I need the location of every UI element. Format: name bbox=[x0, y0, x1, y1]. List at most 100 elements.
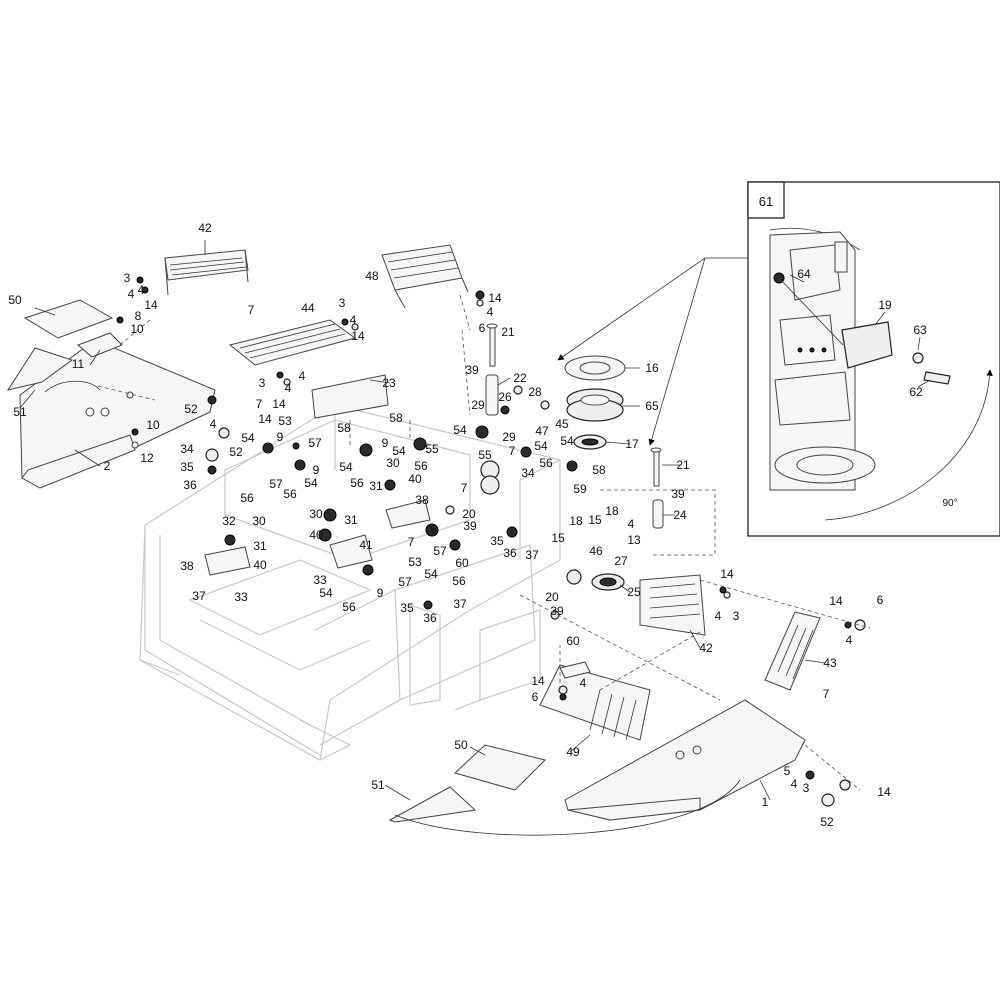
step-42-right bbox=[639, 574, 706, 636]
callout-28: 28 bbox=[528, 385, 542, 399]
callout-56: 56 bbox=[342, 600, 356, 614]
callout-2: 2 bbox=[104, 459, 111, 473]
callout-56: 56 bbox=[350, 476, 364, 490]
inset-pointer-lines bbox=[557, 257, 748, 446]
pin-21-left bbox=[486, 323, 498, 367]
callout-54: 54 bbox=[304, 476, 318, 490]
inset-angle-label: 90° bbox=[942, 498, 957, 509]
pin-22 bbox=[485, 374, 499, 416]
callout-40: 40 bbox=[253, 558, 267, 572]
step-48 bbox=[381, 244, 469, 309]
step-43 bbox=[764, 611, 821, 691]
callout-37: 37 bbox=[525, 548, 539, 562]
callout-20: 20 bbox=[462, 507, 476, 521]
triangle-plate-51-left bbox=[6, 347, 74, 391]
callout-33: 33 bbox=[313, 573, 327, 587]
callout-40: 40 bbox=[309, 528, 323, 542]
hardware-cluster bbox=[116, 276, 866, 807]
callout-4: 4 bbox=[210, 417, 217, 431]
callout-60: 60 bbox=[566, 634, 580, 648]
callout-36: 36 bbox=[183, 478, 197, 492]
callout-3: 3 bbox=[259, 376, 266, 390]
callout-14: 14 bbox=[144, 298, 158, 312]
callout-6: 6 bbox=[877, 593, 884, 607]
callout-4: 4 bbox=[628, 517, 635, 531]
callout-8: 8 bbox=[135, 309, 142, 323]
callout-3: 3 bbox=[803, 781, 810, 795]
callout-21: 21 bbox=[676, 458, 690, 472]
callout-4: 4 bbox=[487, 305, 494, 319]
callout-54: 54 bbox=[424, 567, 438, 581]
washer-63 bbox=[912, 352, 924, 364]
plate-11 bbox=[77, 332, 123, 358]
callout-5: 5 bbox=[784, 764, 791, 778]
callout-7: 7 bbox=[408, 535, 415, 549]
callout-14: 14 bbox=[531, 674, 545, 688]
callout-58: 58 bbox=[337, 421, 351, 435]
callout-13: 13 bbox=[627, 533, 641, 547]
callout-31: 31 bbox=[253, 539, 267, 553]
callout-59: 59 bbox=[573, 482, 587, 496]
callout-4: 4 bbox=[580, 676, 587, 690]
leader-curve-51-left bbox=[44, 380, 101, 393]
callout-57: 57 bbox=[433, 544, 447, 558]
inset-id-label: 61 bbox=[759, 194, 773, 209]
callout-57: 57 bbox=[308, 436, 322, 450]
callout-37: 37 bbox=[453, 597, 467, 611]
callout-34: 34 bbox=[180, 442, 194, 456]
callout-65: 65 bbox=[645, 399, 659, 413]
callout-7: 7 bbox=[823, 687, 830, 701]
callout-54: 54 bbox=[534, 439, 548, 453]
callout-56: 56 bbox=[240, 491, 254, 505]
callout-52: 52 bbox=[184, 402, 198, 416]
callout-3: 3 bbox=[733, 609, 740, 623]
callout-7: 7 bbox=[248, 303, 255, 317]
plate-23 bbox=[311, 374, 389, 419]
callout-39: 39 bbox=[465, 363, 479, 377]
callout-46: 46 bbox=[589, 544, 603, 558]
callout-32: 32 bbox=[222, 514, 236, 528]
callout-9: 9 bbox=[377, 586, 384, 600]
callout-31: 31 bbox=[344, 513, 358, 527]
callout-4: 4 bbox=[350, 313, 357, 327]
inset-callout-64: 64 bbox=[797, 267, 811, 281]
bracket-41 bbox=[329, 534, 373, 569]
callout-7: 7 bbox=[509, 444, 516, 458]
callout-54: 54 bbox=[560, 434, 574, 448]
callout-44: 44 bbox=[301, 301, 315, 315]
callout-38: 38 bbox=[415, 493, 429, 507]
main-frame bbox=[139, 404, 561, 761]
bracket-49-top bbox=[559, 661, 591, 679]
callout-7: 7 bbox=[256, 397, 263, 411]
callout-31: 31 bbox=[369, 479, 383, 493]
callout-39: 39 bbox=[671, 487, 685, 501]
callout-37: 37 bbox=[192, 589, 206, 603]
callout-11: 11 bbox=[72, 357, 85, 371]
bearing-25 bbox=[591, 573, 625, 591]
callout-3: 3 bbox=[124, 271, 131, 285]
callout-12: 12 bbox=[140, 451, 154, 465]
callout-20: 20 bbox=[545, 590, 559, 604]
seal-17 bbox=[573, 434, 607, 450]
callout-27: 27 bbox=[614, 554, 628, 568]
callout-18: 18 bbox=[605, 504, 619, 518]
callout-38: 38 bbox=[180, 559, 194, 573]
callout-1: 1 bbox=[762, 795, 769, 809]
callout-9: 9 bbox=[313, 463, 320, 477]
callout-14: 14 bbox=[272, 397, 286, 411]
callout-56: 56 bbox=[539, 456, 553, 470]
callout-50: 50 bbox=[8, 293, 22, 307]
detail-inset-61 bbox=[747, 181, 1000, 537]
callout-26: 26 bbox=[498, 390, 512, 404]
callout-4: 4 bbox=[128, 287, 135, 301]
callout-4: 4 bbox=[846, 633, 853, 647]
callout-35: 35 bbox=[180, 460, 194, 474]
callout-57: 57 bbox=[398, 575, 412, 589]
callout-7: 7 bbox=[461, 481, 468, 495]
callout-14: 14 bbox=[258, 412, 272, 426]
callout-45: 45 bbox=[555, 417, 569, 431]
callout-14: 14 bbox=[720, 567, 734, 581]
callout-41: 41 bbox=[359, 538, 373, 552]
